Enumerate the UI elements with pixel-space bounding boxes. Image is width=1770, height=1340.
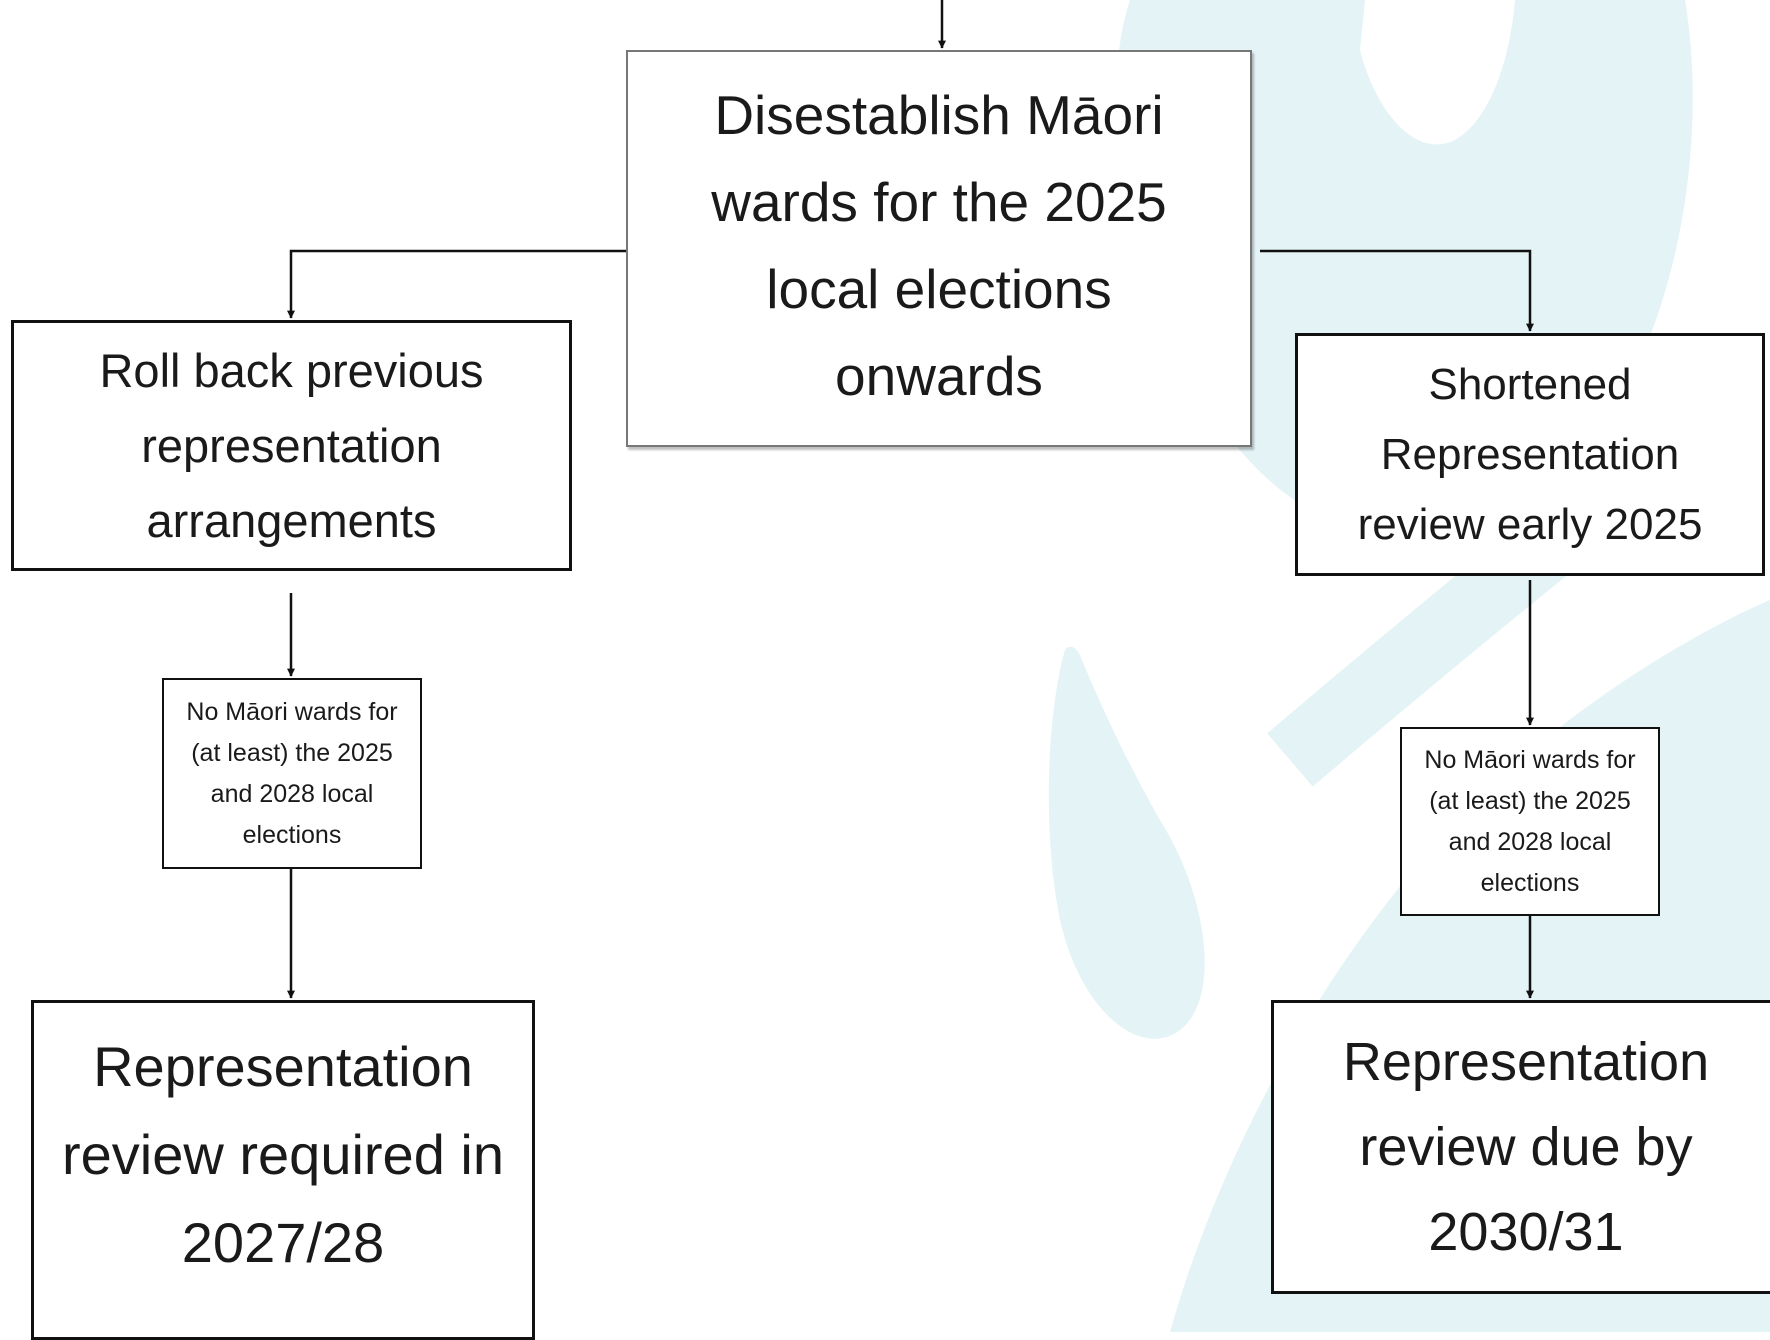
left-branch-text: Roll back previous representation arrang… [99, 344, 484, 547]
arrow-top-to-left-branch [287, 249, 626, 319]
arrow-top-to-right-branch [1260, 249, 1534, 332]
left-result-text: Representation review required in 2027/2… [62, 1035, 504, 1274]
motif-teardrop [1048, 646, 1205, 1039]
left-branch-box: Roll back previous representation arrang… [11, 320, 572, 571]
right-outcome-text: No Māori wards for (at least) the 2025 a… [1424, 745, 1636, 897]
motif-leaf-cutout [1360, 0, 1515, 145]
right-result-box: Representation review due by 2030/31 [1271, 1000, 1770, 1294]
left-outcome-text: No Māori wards for (at least) the 2025 a… [186, 697, 398, 849]
top-decision-text: Disestablish Māori wards for the 2025 lo… [711, 84, 1167, 407]
left-result-box: Representation review required in 2027/2… [31, 1000, 535, 1340]
right-branch-box: Shortened Representation review early 20… [1295, 333, 1765, 576]
left-outcome-box: No Māori wards for (at least) the 2025 a… [162, 678, 422, 869]
right-branch-text: Shortened Representation review early 20… [1357, 359, 1703, 549]
right-result-text: Representation review due by 2030/31 [1342, 1031, 1710, 1262]
top-decision-box: Disestablish Māori wards for the 2025 lo… [626, 50, 1252, 447]
right-outcome-box: No Māori wards for (at least) the 2025 a… [1400, 727, 1660, 916]
